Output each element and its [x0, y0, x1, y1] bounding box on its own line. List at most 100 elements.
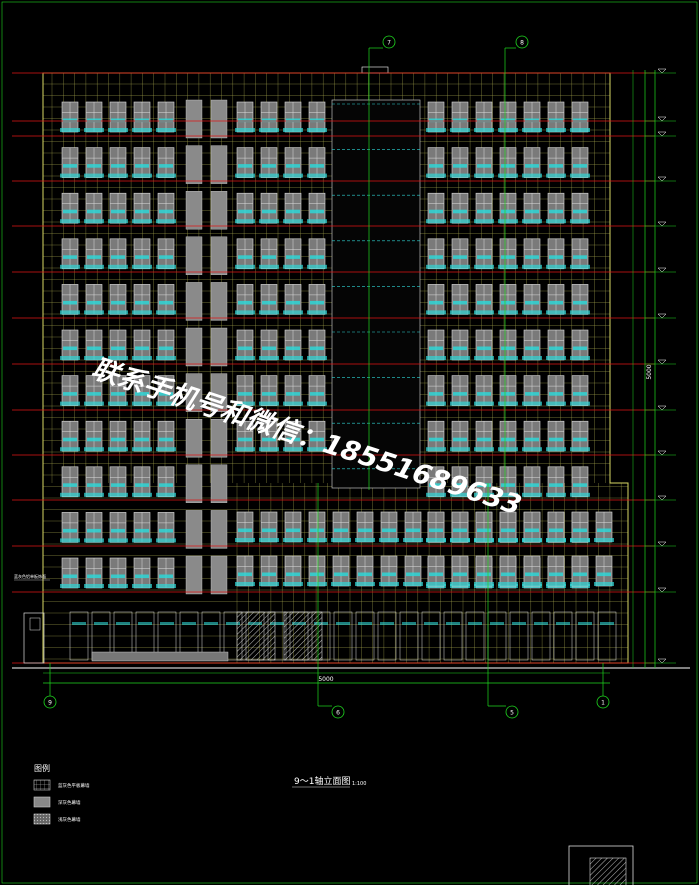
- window-unit: [132, 466, 152, 498]
- window-unit: [307, 192, 327, 224]
- window-unit: [259, 329, 279, 361]
- window-unit: [132, 101, 152, 133]
- window-unit: [108, 284, 128, 315]
- window-unit: [450, 329, 470, 361]
- window-unit: [259, 555, 279, 587]
- window-unit: [498, 466, 518, 498]
- window-unit: [84, 192, 104, 224]
- window-unit: [283, 375, 303, 406]
- window-unit: [108, 512, 128, 543]
- title-block-corner: [568, 845, 634, 885]
- window-unit: [60, 512, 80, 543]
- window-unit: [331, 555, 351, 587]
- window-unit: [132, 557, 152, 589]
- window-unit: [450, 192, 470, 224]
- svg-text:5: 5: [510, 710, 514, 717]
- window-unit: [235, 511, 255, 543]
- floor-level-lines: [12, 72, 690, 669]
- window-unit: [522, 101, 542, 133]
- window-unit: [156, 192, 176, 224]
- window-unit: [84, 238, 104, 270]
- window-unit: [498, 284, 518, 315]
- window-unit: [570, 511, 590, 543]
- roof-parapet: [361, 66, 389, 74]
- window-unit: [355, 511, 375, 543]
- window-unit: [522, 147, 542, 178]
- window-unit: [60, 192, 80, 224]
- svg-text:深灰色幕墙: 深灰色幕墙: [58, 799, 81, 806]
- window-unit: [546, 466, 566, 498]
- left-side-detail: [14, 579, 50, 664]
- window-unit: [498, 420, 518, 452]
- window-unit: [259, 420, 279, 452]
- window-unit: [84, 375, 104, 406]
- svg-text:1: 1: [601, 700, 605, 707]
- window-unit: [570, 284, 590, 315]
- window-unit: [570, 147, 590, 178]
- window-unit: [259, 101, 279, 133]
- window-unit: [156, 420, 176, 452]
- axis-bubble-top-8: 8: [515, 35, 529, 49]
- window-unit: [60, 375, 80, 406]
- window-unit: [283, 147, 303, 178]
- window-unit: [156, 101, 176, 133]
- window-unit: [498, 192, 518, 224]
- window-unit: [60, 101, 80, 133]
- window-unit: [108, 238, 128, 270]
- window-unit: [450, 420, 470, 452]
- window-unit: [156, 375, 176, 406]
- window-unit: [60, 238, 80, 270]
- legend-item-dots: 浅灰色幕墙: [33, 813, 81, 825]
- window-unit: [570, 192, 590, 224]
- window-unit: [594, 555, 614, 587]
- elevation-marker: [657, 450, 667, 456]
- window-unit: [426, 555, 446, 587]
- svg-text:6: 6: [336, 710, 340, 717]
- window-unit: [259, 192, 279, 224]
- window-unit: [331, 511, 351, 543]
- window-unit: [379, 511, 399, 543]
- drawing-title: 9～1轴立面图: [294, 775, 350, 787]
- window-unit: [156, 284, 176, 315]
- legend-item-solid: 深灰色幕墙: [33, 796, 81, 808]
- total-height-dim: 5000: [646, 364, 653, 379]
- window-unit: [522, 375, 542, 406]
- window-unit: [570, 466, 590, 498]
- window-unit: [498, 511, 518, 543]
- elevation-marker: [657, 267, 667, 273]
- window-unit: [259, 238, 279, 270]
- window-unit: [235, 420, 255, 452]
- window-unit: [108, 466, 128, 498]
- window-unit: [60, 557, 80, 589]
- window-unit: [474, 284, 494, 315]
- window-unit: [307, 420, 327, 452]
- window-unit: [235, 238, 255, 270]
- window-unit: [450, 101, 470, 133]
- window-unit: [156, 238, 176, 270]
- window-unit: [546, 192, 566, 224]
- window-unit: [108, 101, 128, 133]
- window-unit: [450, 555, 470, 587]
- svg-text:蓝灰色平板幕墙: 蓝灰色平板幕墙: [58, 782, 90, 789]
- elevation-marker: [657, 359, 667, 365]
- window-unit: [426, 147, 446, 178]
- window-unit: [156, 147, 176, 178]
- window-unit: [60, 420, 80, 452]
- elevation-marker: [657, 495, 667, 501]
- elevation-marker: [657, 587, 667, 593]
- window-unit: [450, 511, 470, 543]
- window-unit: [307, 375, 327, 406]
- window-unit: [108, 192, 128, 224]
- window-unit: [570, 238, 590, 270]
- legend-title: 图例: [34, 763, 50, 773]
- window-unit: [84, 557, 104, 589]
- window-unit: [235, 192, 255, 224]
- window-unit: [132, 238, 152, 270]
- window-unit: [594, 511, 614, 543]
- axis-bubble-bottom-1: 1: [596, 695, 610, 709]
- window-unit: [522, 420, 542, 452]
- window-unit: [546, 147, 566, 178]
- window-unit: [474, 147, 494, 178]
- window-unit: [132, 329, 152, 361]
